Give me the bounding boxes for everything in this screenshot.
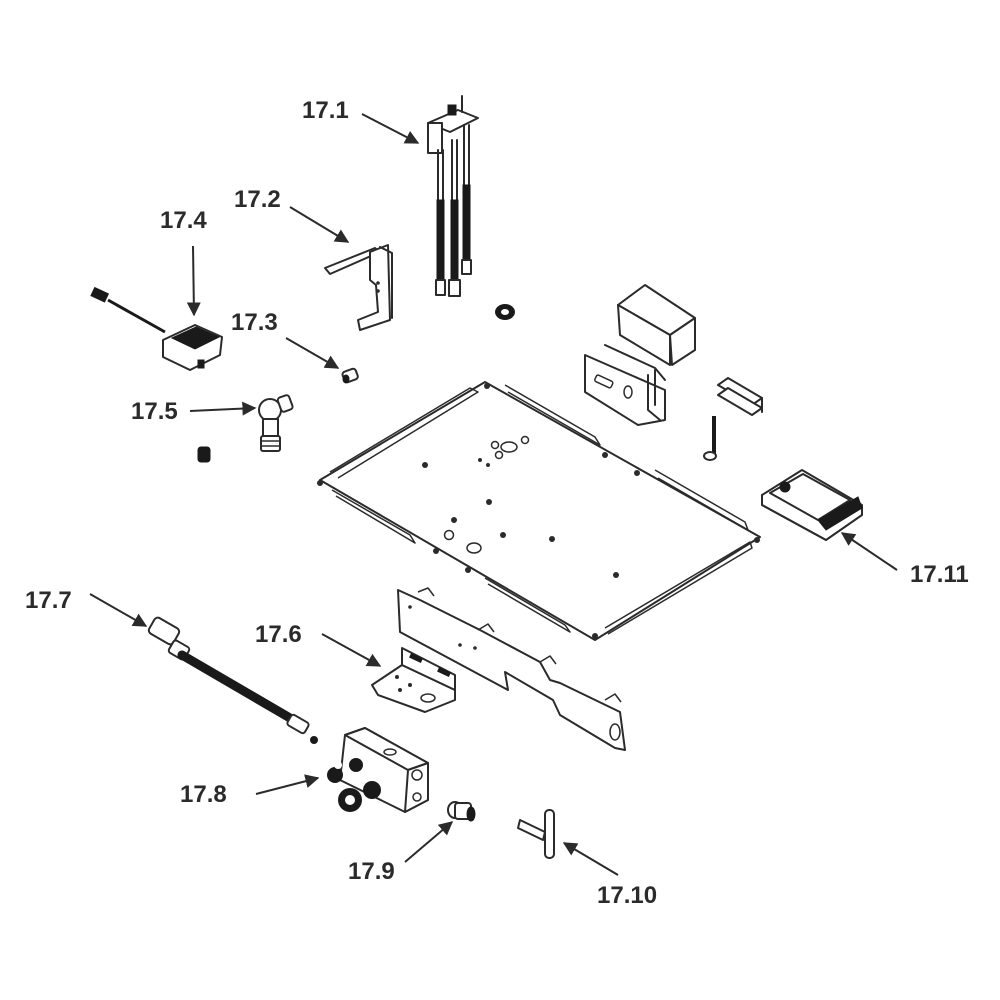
part-power-adapter bbox=[90, 286, 223, 371]
part-clips-screw bbox=[703, 377, 763, 461]
leader-17-11 bbox=[840, 532, 898, 571]
leader-17-9 bbox=[404, 821, 454, 863]
part-electrode-bracket bbox=[324, 244, 393, 331]
part-valve-bracket bbox=[371, 647, 456, 713]
callout-17-6: 17.6 bbox=[255, 621, 302, 648]
callout-17-2: 17.2 bbox=[234, 186, 281, 213]
callout-17-11: 17.11 bbox=[910, 561, 969, 588]
leader-17-8 bbox=[255, 774, 320, 795]
callout-17-1: 17.1 bbox=[302, 97, 349, 124]
callout-17-4: 17.4 bbox=[160, 207, 207, 234]
callout-17-10: 17.10 bbox=[597, 882, 657, 909]
part-cover-housing bbox=[584, 284, 696, 426]
part-small-fitting bbox=[341, 367, 359, 384]
callout-leaders bbox=[89, 113, 898, 876]
base-plate bbox=[317, 381, 761, 641]
callout-17-3: 17.3 bbox=[231, 309, 278, 336]
leader-17-7 bbox=[89, 593, 148, 627]
leader-17-6 bbox=[321, 633, 382, 667]
part-control-module bbox=[761, 469, 863, 541]
leader-17-5 bbox=[189, 401, 257, 416]
leader-17-3 bbox=[285, 337, 340, 369]
part-tee-pin bbox=[517, 809, 555, 859]
callout-labels: 17.1 17.2 17.3 17.4 17.5 17.6 17.7 17.8 … bbox=[25, 97, 969, 909]
leader-17-2 bbox=[289, 206, 350, 243]
callout-17-9: 17.9 bbox=[348, 858, 395, 885]
part-gas-valve bbox=[327, 727, 429, 813]
callout-17-5: 17.5 bbox=[131, 398, 178, 425]
part-washer bbox=[495, 304, 515, 320]
leader-17-1 bbox=[361, 113, 420, 144]
callout-17-8: 17.8 bbox=[180, 781, 227, 808]
part-electrode-assembly bbox=[427, 95, 479, 297]
callout-17-7: 17.7 bbox=[25, 587, 72, 614]
leader-17-10 bbox=[562, 842, 619, 876]
part-orifice-fitting bbox=[447, 801, 476, 822]
part-rear-bracket bbox=[397, 587, 626, 751]
part-gas-hose bbox=[147, 616, 318, 744]
part-elbow-fitting bbox=[197, 394, 294, 463]
leader-17-4 bbox=[186, 245, 201, 317]
